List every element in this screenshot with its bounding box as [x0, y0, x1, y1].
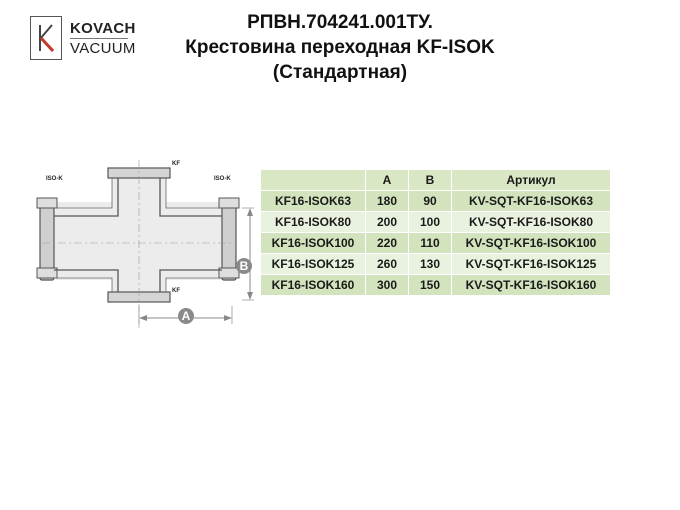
cell-a: 200	[365, 211, 409, 233]
cell-a: 300	[365, 274, 409, 296]
cell-b: 90	[408, 190, 452, 212]
cross-drawing-svg: .lbl { font-family: "Liberation Sans", s…	[36, 160, 254, 330]
logo-text-vacuum: VACUUM	[70, 40, 136, 57]
logo-text-kovach: KOVACH	[70, 20, 136, 37]
cell-model: KF16-ISOK80	[260, 211, 366, 233]
table-row: KF16-ISOK100 220 110 KV-SQT-KF16-ISOK100	[260, 232, 611, 254]
label-isok-right: ISO-K	[214, 176, 231, 182]
cell-a: 220	[365, 232, 409, 254]
cell-a: 260	[365, 253, 409, 275]
specification-table: A B Артикул KF16-ISOK63 180 90 KV-SQT-KF…	[260, 169, 611, 296]
logo-k-icon	[39, 24, 55, 53]
header-a: A	[365, 169, 409, 191]
dim-a-badge	[178, 308, 194, 324]
cell-article: KV-SQT-KF16-ISOK80	[451, 211, 611, 233]
cell-b: 130	[408, 253, 452, 275]
table-row: KF16-ISOK160 300 150 KV-SQT-KF16-ISOK160	[260, 274, 611, 296]
label-kf-bottom: KF	[172, 288, 180, 294]
cell-model: KF16-ISOK160	[260, 274, 366, 296]
cell-model: KF16-ISOK125	[260, 253, 366, 275]
title-variant: (Стандартная)	[272, 62, 408, 83]
cell-model: KF16-ISOK63	[260, 190, 366, 212]
logo-divider	[70, 38, 128, 39]
cell-article: KV-SQT-KF16-ISOK160	[451, 274, 611, 296]
label-isok-left: ISO-K	[46, 176, 63, 182]
logo-emblem	[30, 16, 62, 60]
cell-b: 150	[408, 274, 452, 296]
dim-a-label: A	[182, 309, 191, 323]
title-spec-number: РПВН.704241.001ТУ.	[247, 12, 433, 33]
title-product-name: Крестовина переходная KF-ISOK	[185, 37, 495, 58]
table-row: KF16-ISOK80 200 100 KV-SQT-KF16-ISOK80	[260, 211, 611, 233]
table-row: KF16-ISOK125 260 130 KV-SQT-KF16-ISOK125	[260, 253, 611, 275]
cell-b: 100	[408, 211, 452, 233]
dim-b-badge	[236, 258, 252, 274]
dim-b-label: B	[240, 259, 249, 273]
document-title: РПВН.704241.001ТУ. Крестовина переходная…	[150, 10, 530, 85]
cell-article: KV-SQT-KF16-ISOK125	[451, 253, 611, 275]
table-header-row: A B Артикул	[260, 169, 611, 191]
header-model	[260, 169, 366, 191]
company-logo: KOVACH VACUUM	[30, 16, 138, 64]
cross-technical-drawing: .lbl { font-family: "Liberation Sans", s…	[34, 150, 264, 340]
cross-body	[50, 174, 230, 296]
cell-article: KV-SQT-KF16-ISOK63	[451, 190, 611, 212]
header-article: Артикул	[451, 169, 611, 191]
cell-b: 110	[408, 232, 452, 254]
cell-a: 180	[365, 190, 409, 212]
cell-model: KF16-ISOK100	[260, 232, 366, 254]
label-kf-top: KF	[172, 161, 180, 167]
cell-article: KV-SQT-KF16-ISOK100	[451, 232, 611, 254]
table-row: KF16-ISOK63 180 90 KV-SQT-KF16-ISOK63	[260, 190, 611, 212]
header-b: B	[408, 169, 452, 191]
